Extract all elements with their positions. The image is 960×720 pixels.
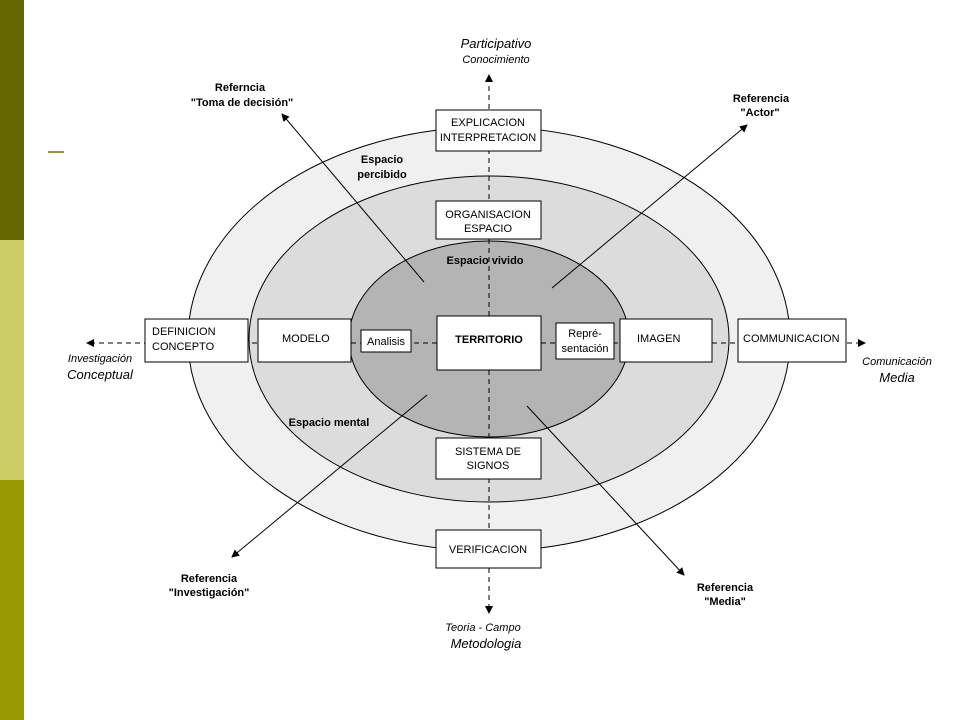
arrow-bottom-left xyxy=(231,394,428,558)
verificacion-box xyxy=(435,529,542,569)
sistema-box xyxy=(435,437,542,480)
modelo-box xyxy=(257,318,352,363)
ref-bottom-left-line2: "Investigación" xyxy=(169,587,250,599)
sistema-line2: SIGNOS xyxy=(467,460,510,472)
zone-lived-label: Espacio vivido xyxy=(446,255,523,267)
definicion-box xyxy=(144,318,249,363)
territorio-label: TERRITORIO xyxy=(455,334,523,346)
ref-top-right-line1: Referencia xyxy=(733,93,790,105)
axis-left-line1: Investigación xyxy=(68,353,132,365)
sidebar-decoration xyxy=(0,0,24,720)
sistema-line1: SISTEMA DE xyxy=(455,446,521,458)
explicacion-box xyxy=(435,109,542,152)
representacion-line2: sentación xyxy=(561,343,608,355)
axis-top-line1: Participativo xyxy=(461,36,532,51)
sidebar-segment-middle xyxy=(0,240,24,480)
analisis-box xyxy=(360,329,412,353)
ref-bottom-left-line1: Referencia xyxy=(181,573,238,585)
axis-right-line1: Comunicación xyxy=(862,356,932,368)
definicion-line2: CONCEPTO xyxy=(152,341,215,353)
territorio-box xyxy=(436,315,542,371)
representacion-line1: Repré- xyxy=(568,328,602,340)
axis-left-line2: Conceptual xyxy=(67,367,134,382)
explicacion-line2: INTERPRETACION xyxy=(440,132,536,144)
slide-dash-mark xyxy=(48,151,64,153)
communicacion-label: COMMUNICACION xyxy=(743,333,840,345)
analisis-label: Analisis xyxy=(367,336,405,348)
organisacion-box xyxy=(435,200,542,240)
zone-mental-label: Espacio mental xyxy=(289,417,370,429)
imagen-label: IMAGEN xyxy=(637,333,680,345)
arrow-top-left xyxy=(281,113,425,283)
communicacion-box xyxy=(737,318,847,363)
axis-bottom-line2: Metodologia xyxy=(451,636,522,651)
verificacion-label: VERIFICACION xyxy=(449,544,527,556)
ref-top-right-line2: "Actor" xyxy=(740,107,779,119)
modelo-label: MODELO xyxy=(282,333,330,345)
arrow-bottom-right xyxy=(526,405,685,576)
sidebar-segment-top xyxy=(0,0,24,240)
representacion-box xyxy=(555,322,615,360)
ref-top-left-line1: Referncia xyxy=(215,82,266,94)
axis-top-line2: Conocimiento xyxy=(462,54,529,66)
ref-top-left-line2: "Toma de decisión" xyxy=(191,97,294,109)
zone-perceived-line2: percibido xyxy=(357,169,407,181)
axis-bottom-line1: Teoria - Campo xyxy=(445,622,520,634)
explicacion-line1: EXPLICACION xyxy=(451,117,525,129)
axis-right-line2: Media xyxy=(879,370,914,385)
ref-bottom-right-line2: "Media" xyxy=(704,596,746,608)
organisacion-line1: ORGANISACION xyxy=(445,209,531,221)
imagen-box xyxy=(619,318,713,363)
organisacion-line2: ESPACIO xyxy=(464,223,513,235)
ref-bottom-right-line1: Referencia xyxy=(697,582,754,594)
arrow-top-right xyxy=(551,124,748,289)
definicion-line1: DEFINICION xyxy=(152,326,216,338)
sidebar-segment-bottom xyxy=(0,480,24,720)
zone-perceived-line1: Espacio xyxy=(361,154,403,166)
